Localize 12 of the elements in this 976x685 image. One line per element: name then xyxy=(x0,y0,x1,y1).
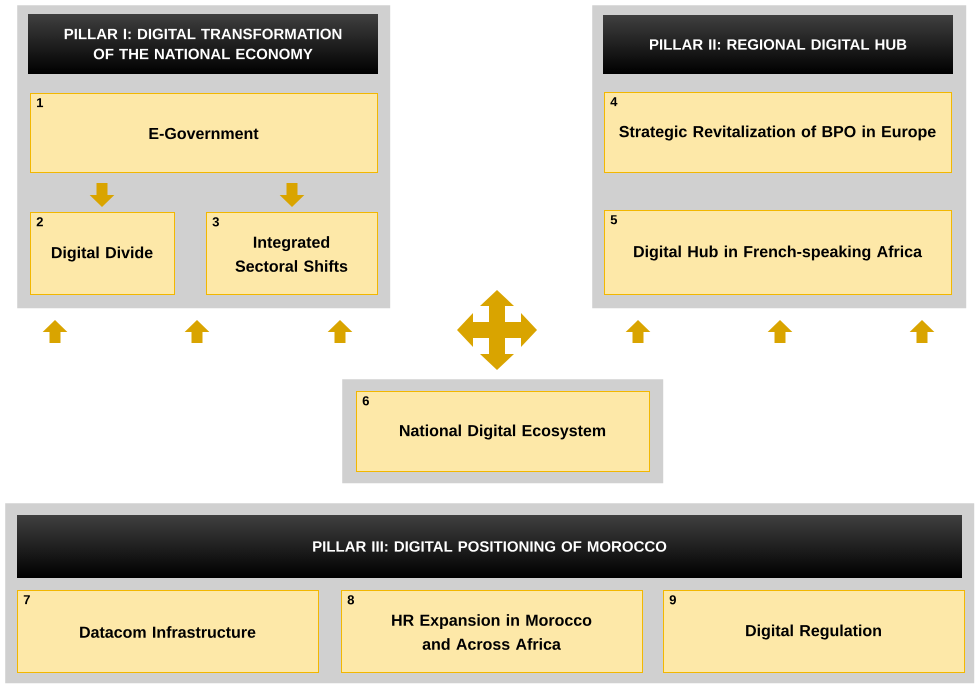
item-box: 9 Digital Regulation xyxy=(663,590,966,673)
item-box: 1 E-Government xyxy=(30,93,378,173)
item-box: 8 HR Expansion in Morocco and Across Africa xyxy=(341,590,643,673)
item-box: 2 Digital Divide xyxy=(30,212,175,295)
item-box: 5 Digital Hub in French-speaking Africa xyxy=(604,210,952,295)
panel-header: PILLAR II: REGIONAL DIGITAL HUB xyxy=(650,39,906,50)
panel-header: PILLAR III: DIGITAL POSITIONING OF MOROCCO xyxy=(313,541,666,552)
item-box: 7 Datacom Infrastructure xyxy=(17,590,319,673)
item-box: 6 National Digital Ecosystem xyxy=(356,391,650,472)
item-box: 3 Integrated Sectoral Shifts xyxy=(206,212,378,295)
panel-header: PILLAR I: DIGITAL TRANSFORMATION OF THE NATIONAL ECONOMY xyxy=(64,28,342,60)
item-box: 4 Strategic Revitalization of BPO in Europe xyxy=(604,92,952,173)
